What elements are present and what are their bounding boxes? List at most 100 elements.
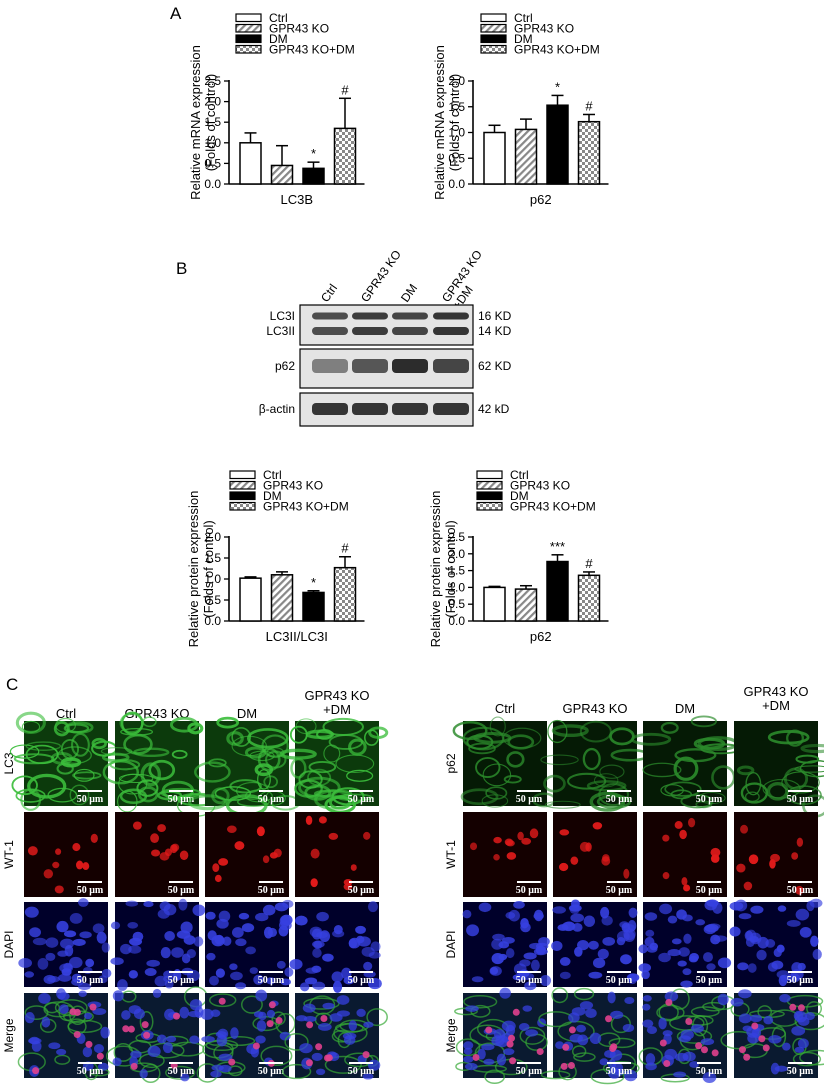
micrograph-tile: 50 μm — [734, 721, 824, 818]
merge-nucleus — [585, 1008, 597, 1019]
merge-wt1-spot — [751, 1022, 759, 1030]
merge-wt1-spot — [485, 1026, 493, 1034]
nucleus-blob — [186, 949, 196, 959]
fluorescence-fiber — [503, 775, 522, 784]
nucleus-blob — [695, 919, 706, 926]
micrograph-tile: 50 μm — [454, 987, 548, 1084]
nucleus-blob — [812, 949, 822, 960]
nucleus-spot — [796, 837, 804, 847]
nucleus-spot — [795, 885, 804, 895]
micrograph-tile: 50 μm — [463, 812, 547, 897]
merge-wt1-spot — [315, 1043, 323, 1051]
fluorescence-fiber — [660, 721, 679, 734]
nucleus-blob — [101, 968, 112, 978]
column-label: DM — [675, 701, 695, 716]
fluorescence-fiber — [680, 794, 714, 809]
legend-label: Ctrl — [263, 468, 282, 482]
nucleus-spot — [76, 860, 84, 870]
y-axis-label-line: Relative protein expression — [186, 491, 201, 648]
micrograph-tile: 50 μm — [538, 987, 640, 1085]
panel-label-a: A — [170, 4, 182, 23]
fluorescence-fiber — [9, 744, 40, 759]
fluorescence-fiber — [740, 782, 769, 804]
merge-fiber — [690, 1006, 720, 1018]
nucleus-spot — [273, 848, 282, 858]
merge-nucleus — [499, 987, 511, 999]
bar — [239, 142, 262, 185]
nucleus-blob — [64, 945, 74, 957]
fluorescence-fiber — [690, 715, 718, 728]
legend-label: DM — [263, 489, 282, 503]
nucleus-blob — [32, 937, 47, 946]
nucleus-blob — [645, 929, 655, 937]
nucleus-spot — [54, 885, 64, 894]
merge-wt1-spot — [325, 1054, 333, 1062]
scale-bar-label: 50 μm — [258, 975, 285, 986]
micrograph-tile: 50 μm — [115, 812, 199, 897]
merge-wt1-spot — [609, 1045, 617, 1053]
bar — [483, 131, 506, 185]
nucleus-blob — [216, 918, 229, 929]
merge-nucleus — [56, 988, 67, 1000]
merge-fiber — [24, 1005, 49, 1021]
nucleus-spot — [171, 843, 180, 852]
merge-nucleus — [642, 995, 652, 1002]
nucleus-blob — [777, 905, 787, 912]
merge-nucleus — [568, 1012, 580, 1023]
merge-fiber — [608, 1037, 636, 1049]
legend-label: Ctrl — [269, 11, 288, 25]
merge-nucleus — [112, 1057, 122, 1067]
column-label-line: +DM — [762, 698, 790, 713]
fluorescence-fiber — [631, 732, 672, 746]
legend-swatch — [235, 34, 262, 44]
nucleus-spot — [517, 831, 524, 841]
blot-band — [312, 327, 348, 335]
nucleus-blob — [229, 963, 238, 971]
nucleus-blob — [69, 956, 83, 969]
merge-nucleus — [180, 1073, 190, 1082]
merge-nucleus — [738, 989, 752, 999]
nucleus-blob — [78, 898, 89, 907]
nucleus-blob — [367, 977, 382, 990]
legend-swatch — [480, 13, 507, 23]
merge-wt1-spot — [85, 1040, 93, 1048]
merge-nucleus — [97, 1062, 109, 1071]
legend-label: GPR43 KO+DM — [510, 500, 596, 514]
fluorescence-fiber — [290, 757, 307, 779]
nucleus-blob — [623, 923, 636, 933]
nucleus-blob — [680, 980, 693, 988]
bar — [302, 591, 325, 622]
nucleus-blob — [533, 948, 548, 956]
nucleus-spot — [343, 883, 353, 891]
blot-size: 42 kD — [478, 402, 510, 416]
merge-nucleus — [336, 1010, 350, 1017]
merge-nucleus — [678, 1035, 691, 1043]
nucleus-spot — [350, 864, 357, 871]
merge-nucleus — [702, 1072, 717, 1084]
merge-nucleus — [465, 1005, 479, 1012]
y-tick-label: 1.0 — [204, 572, 221, 586]
merge-wt1-spot — [567, 1062, 575, 1070]
nucleus-blob — [45, 952, 56, 961]
nucleus-spot — [740, 824, 749, 834]
merge-wt1-spot — [659, 1039, 667, 1047]
nucleus-blob — [343, 976, 355, 985]
nucleus-blob — [180, 921, 193, 934]
merge-nucleus — [463, 1047, 473, 1055]
merge-nucleus — [188, 1010, 201, 1018]
merge-wt1-spot — [797, 1004, 805, 1012]
fluorescence-fiber — [50, 752, 73, 765]
significance-mark: # — [341, 82, 349, 97]
fluorescence-fiber — [766, 781, 789, 801]
nucleus-blob — [24, 971, 35, 978]
legend-swatch — [476, 470, 503, 480]
merge-nucleus — [664, 991, 679, 1002]
y-axis-label-line: Relative mRNA expression — [432, 45, 447, 200]
column-label-line: GPR43 KO — [304, 688, 369, 703]
nucleus-blob — [747, 963, 757, 973]
scale-bar-label: 50 μm — [516, 794, 543, 805]
fluorescence-fiber — [148, 759, 176, 781]
